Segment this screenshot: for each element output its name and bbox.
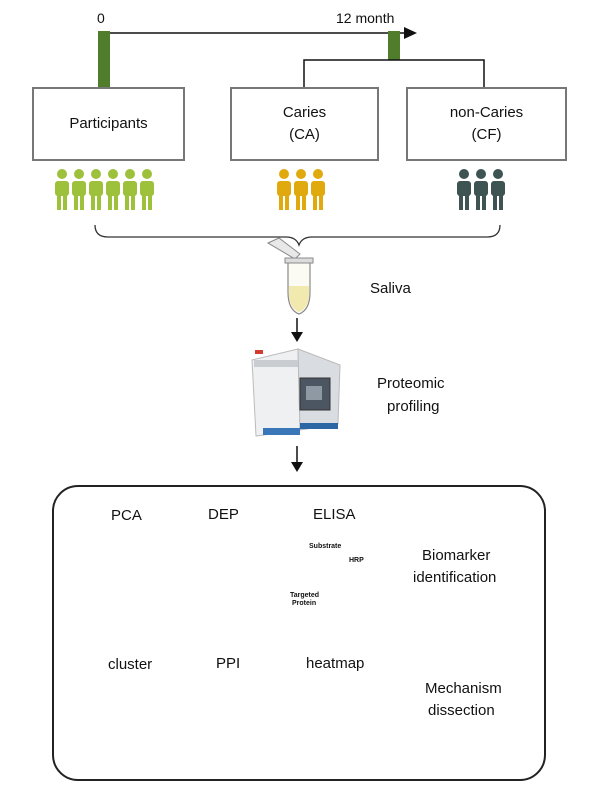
person-icon <box>491 169 505 210</box>
caries-label: Caries <box>282 104 327 121</box>
person-icon <box>55 169 69 210</box>
timeline-arrowhead <box>404 27 417 39</box>
elisa-targeted-label: Targeted <box>290 592 320 599</box>
participants-label: Participants <box>69 115 148 132</box>
timeline-start-bar <box>98 31 110 89</box>
noncaries-box: non-Caries (CF) <box>406 87 567 161</box>
timeline-end-label: 12 month <box>336 10 395 26</box>
groups-brace <box>94 224 501 247</box>
ppi-title: PPI <box>216 655 241 672</box>
heatmap-title: heatmap <box>306 655 365 672</box>
person-icon <box>277 169 291 210</box>
dissection-label: dissection <box>428 702 495 719</box>
arrow-ms-to-analysis-head <box>291 462 303 472</box>
participants-box: Participants <box>32 87 185 161</box>
noncaries-abbrev: (CF) <box>471 126 502 143</box>
timeline-start-label: 0 <box>97 10 105 26</box>
person-icon <box>311 169 325 210</box>
mass-spectrometer-icon <box>251 348 341 437</box>
saliva-tube-icon <box>284 257 314 315</box>
person-icon <box>457 169 471 210</box>
identification-label: identification <box>413 569 497 586</box>
mechanism-label: Mechanism <box>425 680 502 697</box>
group-bracket <box>303 59 485 87</box>
caries-box: Caries (CA) <box>230 87 379 161</box>
noncaries-people-icons <box>457 169 505 210</box>
timeline-end-bar <box>388 31 400 60</box>
biomarker-label: Biomarker <box>422 547 491 564</box>
profiling-label: profiling <box>387 398 440 415</box>
elisa-hrp-label: HRP <box>349 557 364 564</box>
person-icon <box>106 169 120 210</box>
arrow-saliva-to-ms-head <box>291 332 303 342</box>
person-icon <box>89 169 103 210</box>
person-icon <box>294 169 308 210</box>
analysis-panel <box>52 485 546 781</box>
person-icon <box>123 169 137 210</box>
elisa-title: ELISA <box>313 506 356 523</box>
caries-abbrev: (CA) <box>289 126 320 143</box>
person-icon <box>72 169 86 210</box>
elisa-substrate-label: Substrate <box>309 543 342 550</box>
proteomic-label: Proteomic <box>377 375 445 392</box>
noncaries-label: non-Caries <box>449 104 524 121</box>
participants-people-icons <box>55 169 154 210</box>
person-icon <box>140 169 154 210</box>
cluster-title: cluster <box>108 656 153 673</box>
saliva-label: Saliva <box>370 280 411 297</box>
dep-title: DEP <box>208 506 239 523</box>
elisa-protein-label: Protein <box>292 600 317 607</box>
caries-people-icons <box>277 169 325 210</box>
person-icon <box>474 169 488 210</box>
pca-title: PCA <box>111 507 142 524</box>
